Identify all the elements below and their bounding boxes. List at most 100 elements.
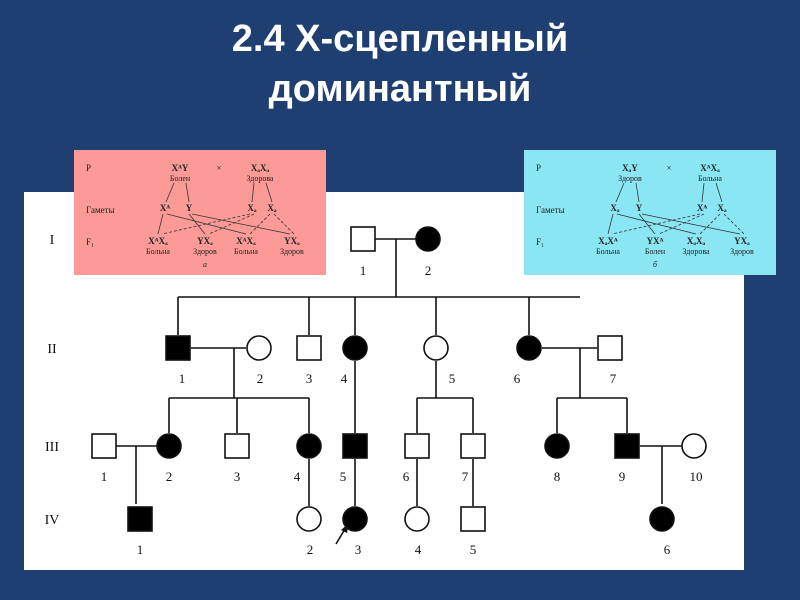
cross-lines xyxy=(157,182,295,235)
offspring-4-genotype: YXₐ xyxy=(284,236,300,246)
male-unaffected-symbol xyxy=(460,506,486,532)
slide-title-line-2: доминантный xyxy=(268,68,532,110)
male-unaffected-symbol xyxy=(296,335,322,361)
offspring-2-genotype: YXᴬ xyxy=(647,236,664,246)
row-label-gametes: Гаметы xyxy=(536,205,565,215)
offspring-1-genotype: XᴬXₐ xyxy=(148,236,168,246)
gamete-1: Xₐ xyxy=(610,203,619,213)
parent-male-status: Болен xyxy=(170,174,191,183)
individual-number: 7 xyxy=(610,371,617,386)
male-affected-symbol xyxy=(127,506,153,532)
individual-number: 2 xyxy=(425,263,432,278)
male-affected-symbol xyxy=(342,433,368,459)
female-affected-symbol xyxy=(516,335,542,361)
slide-title-line-1: 2.4 X-сцепленный xyxy=(231,18,569,60)
individual-number: 3 xyxy=(306,371,313,386)
female-affected-symbol xyxy=(415,226,441,252)
female-affected-symbol xyxy=(156,433,182,459)
cross-scheme-a: P Гаметы F₁ XᴬY Болен × XₐXₐ Здорова Xᴬ … xyxy=(74,150,326,275)
individual-number: 7 xyxy=(462,469,469,484)
generation-label: I xyxy=(50,233,55,248)
gamete-4: Xₐ xyxy=(267,203,276,213)
individual-number: 5 xyxy=(449,371,456,386)
individual-number: 9 xyxy=(619,469,626,484)
parent-female-genotype: XₐXₐ xyxy=(251,163,270,173)
individual-number: 4 xyxy=(294,469,301,484)
offspring-1-status: Больна xyxy=(596,247,620,256)
individual-number: 10 xyxy=(690,469,703,484)
row-label-f1: F₁ xyxy=(86,237,94,247)
individual-number: 5 xyxy=(340,469,347,484)
male-unaffected-symbol xyxy=(597,335,623,361)
individual-number: 3 xyxy=(355,542,362,557)
row-label-f1: F₁ xyxy=(536,237,544,247)
parent-male-status: Здоров xyxy=(618,174,642,183)
female-unaffected-symbol xyxy=(423,335,449,361)
figure-caption: б xyxy=(653,260,658,269)
female-unaffected-symbol xyxy=(404,506,430,532)
female-unaffected-symbol xyxy=(296,506,322,532)
generation-label: II xyxy=(47,342,57,357)
offspring-4-status: Здоров xyxy=(730,247,754,256)
row-label-p: P xyxy=(536,163,541,173)
individual-number: 1 xyxy=(101,469,108,484)
gamete-3: Xₐ xyxy=(247,203,256,213)
individual-number: 4 xyxy=(415,542,422,557)
offspring-3-status: Здорова xyxy=(682,247,710,256)
individual-number: 2 xyxy=(166,469,173,484)
gamete-2: Y xyxy=(636,203,643,213)
parent-male-genotype: XᴬY xyxy=(172,163,189,173)
female-unaffected-symbol xyxy=(681,433,707,459)
figure-caption: а xyxy=(203,260,207,269)
cross-scheme-b: P Гаметы F₁ XₐY Здоров × XᴬXₐ Больна Xₐ … xyxy=(524,150,776,275)
individual-number: 6 xyxy=(514,371,521,386)
female-affected-symbol xyxy=(342,506,368,532)
offspring-1-genotype: XₐXᴬ xyxy=(598,236,618,246)
cross-sign: × xyxy=(216,163,221,173)
male-affected-symbol xyxy=(614,433,640,459)
cross-sign: × xyxy=(666,163,671,173)
male-unaffected-symbol xyxy=(404,433,430,459)
row-label-gametes: Гаметы xyxy=(86,205,115,215)
male-unaffected-symbol xyxy=(91,433,117,459)
male-unaffected-symbol xyxy=(350,226,376,252)
individual-number: 1 xyxy=(360,263,367,278)
offspring-2-status: Болен xyxy=(645,247,666,256)
pedigree-symbols xyxy=(91,226,707,532)
individual-number: 2 xyxy=(307,542,314,557)
gamete-4: Xₐ xyxy=(717,203,726,213)
parent-female-status: Здорова xyxy=(246,174,274,183)
individual-number: 3 xyxy=(234,469,241,484)
offspring-3-genotype: XᴬXₐ xyxy=(236,236,256,246)
individual-number: 2 xyxy=(257,371,264,386)
pedigree-lines xyxy=(114,238,684,545)
female-affected-symbol xyxy=(544,433,570,459)
individual-number: 5 xyxy=(470,542,477,557)
offspring-4-status: Здоров xyxy=(280,247,304,256)
individual-number: 6 xyxy=(403,469,410,484)
individual-number: 8 xyxy=(554,469,561,484)
offspring-3-status: Больна xyxy=(234,247,258,256)
male-unaffected-symbol xyxy=(460,433,486,459)
individual-number: 4 xyxy=(341,371,348,386)
male-unaffected-symbol xyxy=(224,433,250,459)
individual-number: 6 xyxy=(664,542,671,557)
female-affected-symbol xyxy=(649,506,675,532)
parent-female-genotype: XᴬXₐ xyxy=(700,163,720,173)
slide-title: 2.4 X-сцепленный доминантный xyxy=(0,14,800,114)
offspring-2-genotype: YXₐ xyxy=(197,236,213,246)
offspring-3-genotype: XₐXₐ xyxy=(687,236,706,246)
male-affected-symbol xyxy=(165,335,191,361)
offspring-1-status: Больна xyxy=(146,247,170,256)
generation-label: IV xyxy=(45,513,60,528)
generation-label: III xyxy=(45,440,59,455)
gamete-3: Xᴬ xyxy=(697,203,707,213)
gamete-1: Xᴬ xyxy=(160,203,170,213)
female-unaffected-symbol xyxy=(246,335,272,361)
individual-number: 1 xyxy=(179,371,186,386)
gamete-2: Y xyxy=(186,203,193,213)
female-affected-symbol xyxy=(342,335,368,361)
offspring-2-status: Здоров xyxy=(193,247,217,256)
